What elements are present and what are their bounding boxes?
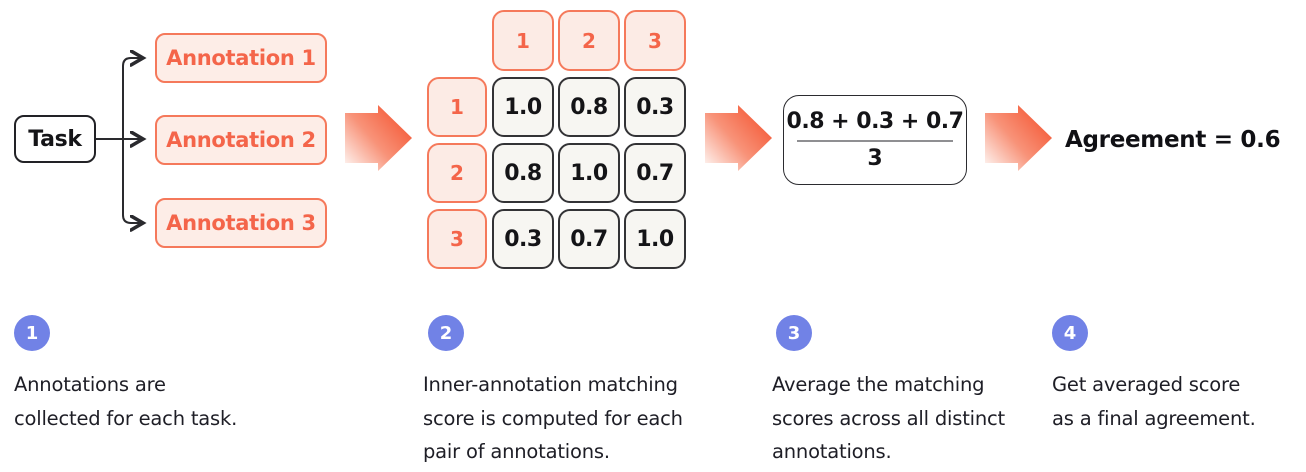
matrix-cell-3-1-value: 0.3 <box>504 226 542 252</box>
step-4-line-1: Get averaged score <box>1052 373 1241 396</box>
step-2-number: 2 <box>439 322 453 344</box>
matrix-cell-2-3-value: 0.7 <box>636 160 674 186</box>
matrix-col-header-1: 1 <box>492 10 554 71</box>
step-1-line-1: Annotations are <box>14 373 166 396</box>
matrix-cell-3-3: 1.0 <box>624 209 686 269</box>
step-2-line-3: pair of annotations. <box>423 440 610 463</box>
matrix-cell-1-3: 0.3 <box>624 77 686 137</box>
step-4-description: Get averaged score as a final agreement. <box>1052 368 1256 435</box>
matrix-cell-3-1: 0.3 <box>492 209 554 269</box>
step-1-line-2: collected for each task. <box>14 406 238 430</box>
step-3-line-2: scores across all distinct <box>772 406 1005 430</box>
matrix-cell-1-1-value: 1.0 <box>504 94 542 120</box>
matrix-cell-1-2: 0.8 <box>558 77 620 137</box>
matrix-cell-3-2-value: 0.7 <box>570 226 608 252</box>
flow-arrow-icon <box>345 105 412 171</box>
task-branch-connector <box>96 28 156 258</box>
matrix-cell-1-3-value: 0.3 <box>636 94 674 120</box>
step-1-number: 1 <box>25 322 39 344</box>
matrix-col-header-3: 3 <box>624 10 686 71</box>
matrix-row-header-2-label: 2 <box>450 161 464 185</box>
step-3-line-3: annotations. <box>772 440 892 463</box>
matrix-cell-1-1: 1.0 <box>492 77 554 137</box>
matrix-row-header-1-label: 1 <box>450 95 464 119</box>
average-formula-box: 0.8 + 0.3 + 0.7 3 <box>783 95 967 185</box>
step-4-number: 4 <box>1063 322 1077 344</box>
matrix-cell-2-3: 0.7 <box>624 143 686 203</box>
fraction-bar <box>797 139 953 142</box>
matrix-cell-2-1-value: 0.8 <box>504 160 542 186</box>
matrix-cell-3-2: 0.7 <box>558 209 620 269</box>
step-2-line-2: score is computed for each <box>423 406 683 430</box>
matrix-cell-2-2-value: 1.0 <box>570 160 608 186</box>
step-3-description: Average the matching scores across all d… <box>772 368 1005 469</box>
task-label: Task <box>28 126 82 152</box>
matrix-col-header-2-label: 2 <box>582 28 596 53</box>
matrix-row-header-3-label: 3 <box>450 227 464 251</box>
step-4-badge: 4 <box>1052 315 1088 351</box>
flow-arrow-icon <box>985 105 1052 171</box>
flow-arrow-icon <box>705 105 772 171</box>
annotation-1-label: Annotation 1 <box>166 46 316 70</box>
annotation-3-box: Annotation 3 <box>155 198 327 248</box>
step-3-badge: 3 <box>776 315 812 351</box>
step-2-line-1: Inner-annotation matching <box>423 373 678 396</box>
formula-numerator: 0.8 + 0.3 + 0.7 <box>786 108 964 134</box>
formula-denominator: 3 <box>867 145 883 171</box>
step-2-badge: 2 <box>428 315 464 351</box>
matrix-cell-3-3-value: 1.0 <box>636 226 674 252</box>
matrix-row-header-2: 2 <box>427 143 487 203</box>
annotation-2-label: Annotation 2 <box>166 128 316 152</box>
step-1-badge: 1 <box>14 315 50 351</box>
step-3-number: 3 <box>787 322 801 344</box>
annotation-1-box: Annotation 1 <box>155 33 327 83</box>
matrix-cell-1-2-value: 0.8 <box>570 94 608 120</box>
matrix-col-header-3-label: 3 <box>648 28 662 53</box>
annotation-3-label: Annotation 3 <box>166 211 316 235</box>
matrix-col-header-1-label: 1 <box>516 28 530 53</box>
matrix-row-header-3: 3 <box>427 209 487 269</box>
step-1-description: Annotations are collected for each task. <box>14 368 237 435</box>
matrix-cell-2-1: 0.8 <box>492 143 554 203</box>
matrix-col-header-2: 2 <box>558 10 620 71</box>
agreement-result-label: Agreement = 0.6 <box>1065 127 1281 153</box>
task-box: Task <box>14 115 96 163</box>
matrix-row-header-1: 1 <box>427 77 487 137</box>
step-3-line-1: Average the matching <box>772 373 985 396</box>
matrix-cell-2-2: 1.0 <box>558 143 620 203</box>
step-4-line-2: as a final agreement. <box>1052 406 1256 430</box>
step-2-description: Inner-annotation matching score is compu… <box>423 368 683 469</box>
annotation-2-box: Annotation 2 <box>155 115 327 165</box>
